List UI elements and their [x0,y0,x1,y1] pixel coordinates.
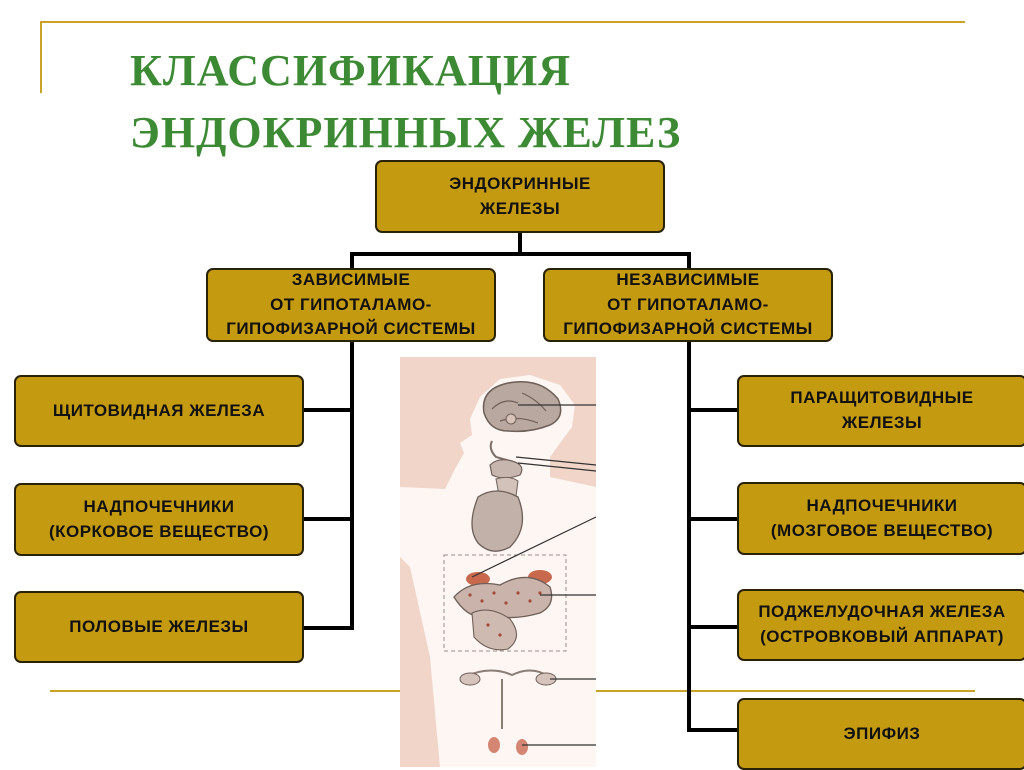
gland-label: НАДПОЧЕЧНИКИ [83,496,235,516]
gland-box-parathyroid: ПАРАЩИТОВИДНЫЕ ЖЕЛЕЗЫ [737,375,1024,447]
connector-right-branch-3 [687,625,739,629]
independent-line-2: ОТ ГИПОТАЛАМО- [607,294,769,314]
gland-box-thyroid: ЩИТОВИДНАЯ ЖЕЛЕЗА [14,375,304,447]
gland-label: ПАРАЩИТОВИДНЫЕ [790,388,974,408]
root-box-endocrine-glands: ЭНДОКРИННЫЕ ЖЕЛЕЗЫ [375,160,665,233]
root-box-line-1: ЭНДОКРИННЫЕ [449,173,591,193]
connector-root-stem [518,232,522,254]
root-box-line-2: ЖЕЛЕЗЫ [479,198,561,218]
gland-sublabel: ЖЕЛЕЗЫ [841,413,923,432]
gland-label: ЭПИФИЗ [843,723,921,743]
gland-sublabel: (МОЗГОВОЕ ВЕЩЕСТВО) [770,520,994,540]
gland-label: ЩИТОВИДНАЯ ЖЕЛЕЗА [52,400,266,420]
connector-left-branch-1 [302,408,354,412]
left-decorative-line [40,21,42,93]
dependent-line-1: ЗАВИСИМЫЕ [291,270,411,290]
gland-sublabel: (КОРКОВОЕ ВЕЩЕСТВО) [48,521,270,541]
connector-right-trunk [687,338,691,732]
gland-box-pancreas-islets: ПОДЖЕЛУДОЧНАЯ ЖЕЛЕЗА (ОСТРОВКОВЫЙ АППАРА… [737,589,1024,661]
connector-left-trunk [350,338,354,630]
slide-title-line-2: ЭНДОКРИННЫХ ЖЕЛЕЗ [130,108,682,158]
dependent-line-3: ГИПОФИЗАРНОЙ СИСТЕМЫ [226,319,476,339]
independent-line-1: НЕЗАВИСИМЫЕ [616,270,760,290]
dependent-category-box: ЗАВИСИМЫЕ ОТ ГИПОТАЛАМО- ГИПОФИЗАРНОЙ СИ… [206,268,496,342]
connector-right-branch-2 [687,517,739,521]
connector-left-branch-2 [302,517,354,521]
connector-left-branch-3 [302,626,354,630]
connector-right-drop [687,252,691,270]
slide-title-line-1: КЛАССИФИКАЦИЯ [130,46,571,95]
gland-label: ПОДЖЕЛУДОЧНАЯ ЖЕЛЕЗА [758,602,1006,622]
top-decorative-line [40,21,965,23]
dependent-line-2: ОТ ГИПОТАЛАМО- [270,294,432,314]
connector-branch-bar [350,252,691,256]
gland-box-gonads: ПОЛОВЫЕ ЖЕЛЕЗЫ [14,591,304,663]
connector-right-branch-1 [687,408,739,412]
gland-box-adrenal-cortex: НАДПОЧЕЧНИКИ (КОРКОВОЕ ВЕЩЕСТВО) [14,483,304,556]
connector-left-drop [350,252,354,270]
independent-line-3: ГИПОФИЗАРНОЙ СИСТЕМЫ [563,319,813,339]
human-anatomy-icon [400,357,596,767]
gland-box-pineal: ЭПИФИЗ [737,698,1024,770]
human-anatomy-figure [400,357,596,767]
connector-right-branch-4 [687,728,739,732]
independent-category-box: НЕЗАВИСИМЫЕ ОТ ГИПОТАЛАМО- ГИПОФИЗАРНОЙ … [543,268,833,342]
gland-sublabel: (ОСТРОВКОВЫЙ АППАРАТ) [760,627,1004,646]
gland-box-adrenal-medulla: НАДПОЧЕЧНИКИ (МОЗГОВОЕ ВЕЩЕСТВО) [737,482,1024,555]
gland-label: ПОЛОВЫЕ ЖЕЛЕЗЫ [69,616,249,636]
slide-title: КЛАССИФИКАЦИЯ ЭНДОКРИННЫХ ЖЕЛЕЗ [130,40,681,165]
gland-label: НАДПОЧЕЧНИКИ [806,495,958,515]
